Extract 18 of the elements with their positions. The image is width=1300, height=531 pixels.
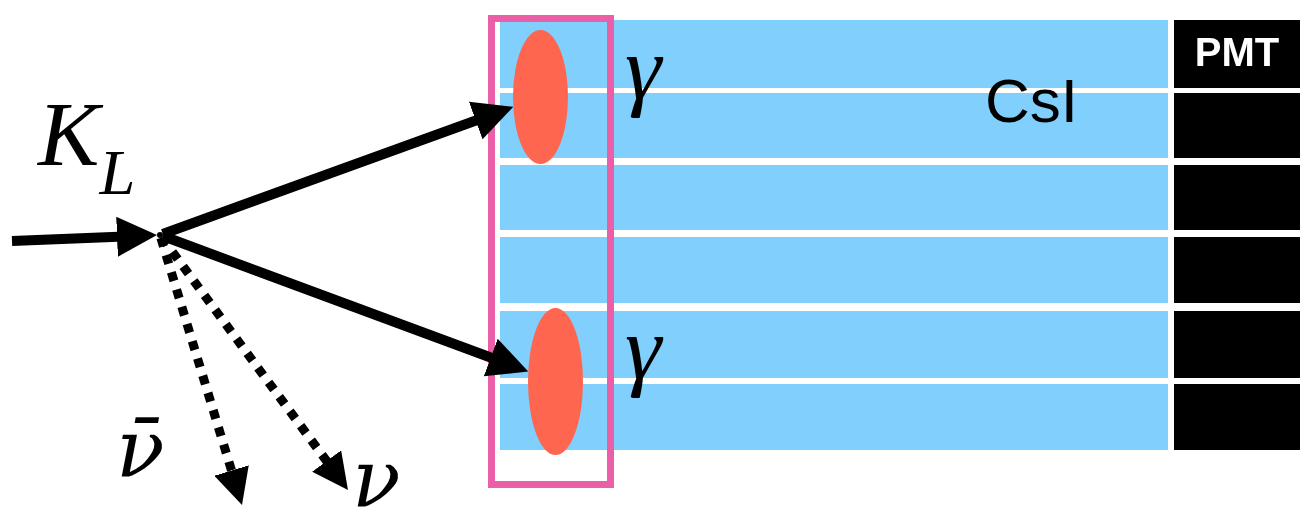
- crystal-bar: [500, 165, 1168, 230]
- dashed-arrow: [158, 234, 348, 490]
- dashed-arrow: [156, 236, 249, 505]
- pmt-block: [1174, 384, 1300, 450]
- pmt-label: PMT: [1194, 32, 1280, 72]
- edge-label: ν̄: [116, 410, 165, 490]
- vertex-dot: [157, 232, 163, 238]
- material-label: CsI: [985, 70, 1078, 132]
- pmt-block: [1174, 20, 1300, 88]
- pmt-block: [1174, 237, 1300, 303]
- arrow: [11, 216, 157, 257]
- particle-symbol: K$_{L}$: [38, 88, 136, 206]
- edge-label: ν: [352, 440, 401, 520]
- arrow: [161, 231, 529, 377]
- pmt-block: [1174, 165, 1300, 230]
- crystal-bar: [500, 237, 1168, 303]
- pmt-block: [1174, 311, 1300, 378]
- pmt-block: [1174, 93, 1300, 158]
